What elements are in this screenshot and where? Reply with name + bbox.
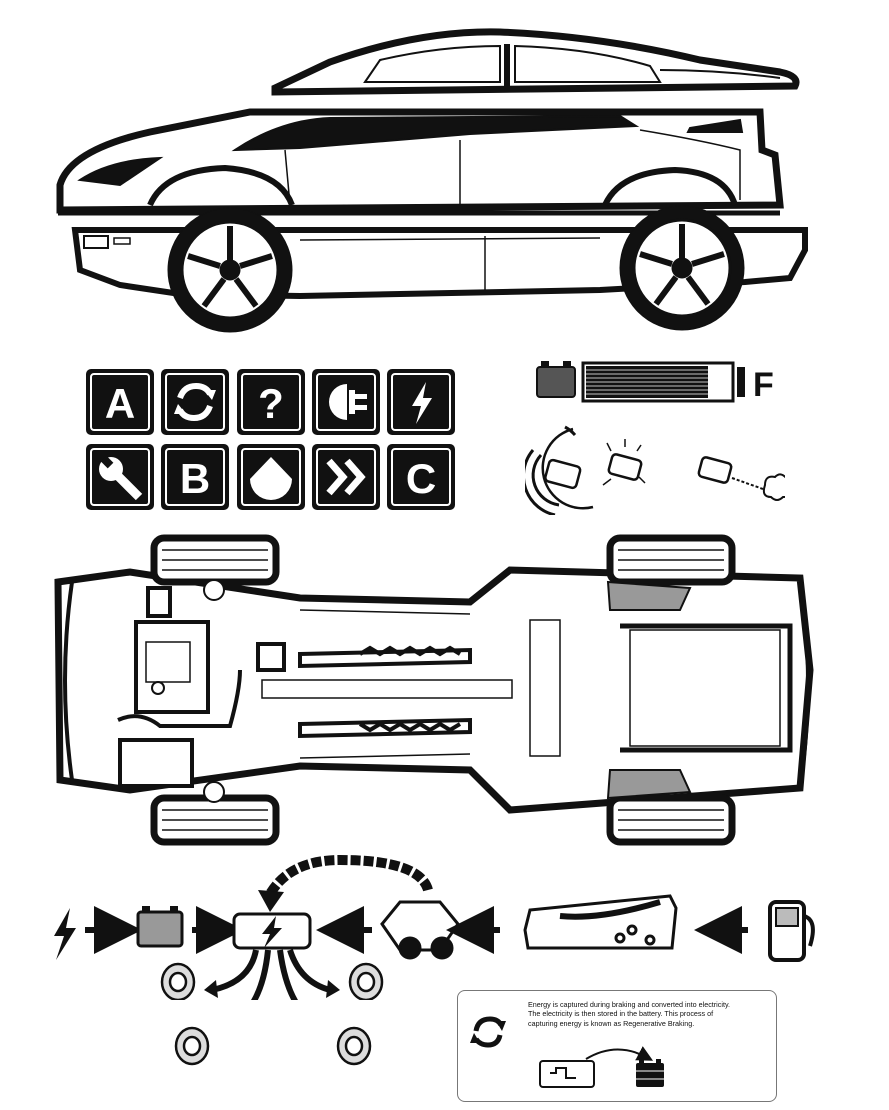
chassis-wheels bbox=[150, 534, 736, 846]
icon-tile-fast-forward[interactable] bbox=[311, 443, 381, 511]
rear-subframe bbox=[529, 580, 793, 800]
flow-electric-unit-icon bbox=[232, 912, 312, 950]
gauge-full-label: F bbox=[753, 366, 774, 404]
tile-help-glyph: ? bbox=[258, 380, 284, 427]
regen-info-box: Energy is captured during braking and co… bbox=[457, 990, 777, 1102]
battery-gauge bbox=[581, 361, 745, 403]
flow-curved-arrow bbox=[265, 854, 433, 897]
recycle-arrows-icon bbox=[470, 1016, 506, 1048]
flow-lower-wheels bbox=[174, 1026, 372, 1066]
flow-fuel-pump-icon bbox=[768, 900, 815, 962]
flow-generator-icon bbox=[380, 900, 460, 960]
icon-tile-drop[interactable] bbox=[236, 443, 306, 511]
tile-b-letter: B bbox=[180, 455, 210, 502]
flow-wheel-icons bbox=[160, 962, 384, 1000]
icon-tile-wrench[interactable] bbox=[85, 443, 155, 511]
engine-exhaust-icon bbox=[697, 456, 785, 501]
icon-tile-plug[interactable] bbox=[311, 368, 381, 436]
regen-info-text: Energy is captured during braking and co… bbox=[528, 1000, 731, 1028]
car-body-slice bbox=[56, 108, 784, 214]
chassis-top-view bbox=[54, 534, 814, 846]
mini-battery-icon bbox=[636, 1059, 664, 1087]
flow-fuel-tank-icon bbox=[523, 894, 678, 950]
flow-battery-icon bbox=[136, 906, 184, 948]
plug-icon bbox=[329, 384, 367, 420]
front-wheel bbox=[167, 207, 293, 333]
battery-and-engine-icons: F bbox=[525, 361, 785, 515]
engine-block bbox=[117, 586, 286, 788]
energy-flow-diagram bbox=[54, 854, 815, 1000]
tile-c-letter: C bbox=[406, 455, 436, 502]
drop-icon bbox=[250, 457, 292, 500]
engine-spark-icon bbox=[602, 439, 646, 486]
icon-tile-help[interactable]: ? bbox=[236, 368, 306, 436]
front-brakes bbox=[203, 579, 225, 803]
icon-tile-c[interactable]: C bbox=[386, 443, 456, 511]
icon-tile-b[interactable]: B bbox=[160, 443, 230, 511]
icon-tile-bolt[interactable] bbox=[386, 368, 456, 436]
battery-tunnel bbox=[261, 609, 513, 759]
tile-a-letter: A bbox=[105, 380, 135, 427]
car-roof-slice bbox=[271, 28, 800, 96]
rear-wheel bbox=[619, 205, 745, 331]
icon-tile-regen[interactable] bbox=[160, 368, 230, 436]
flow-wheel-arrows bbox=[211, 949, 331, 1000]
regen-mini-diagram bbox=[539, 1046, 664, 1088]
car-side-views bbox=[56, 28, 808, 333]
flow-lightning-icon bbox=[54, 908, 76, 960]
battery-icon bbox=[536, 361, 576, 398]
engine-sound-icon bbox=[525, 425, 594, 515]
double-chevron-icon bbox=[326, 458, 366, 496]
lightning-icon bbox=[412, 382, 432, 424]
icon-tile-a[interactable]: A bbox=[85, 368, 155, 436]
wrench-icon bbox=[99, 455, 143, 501]
